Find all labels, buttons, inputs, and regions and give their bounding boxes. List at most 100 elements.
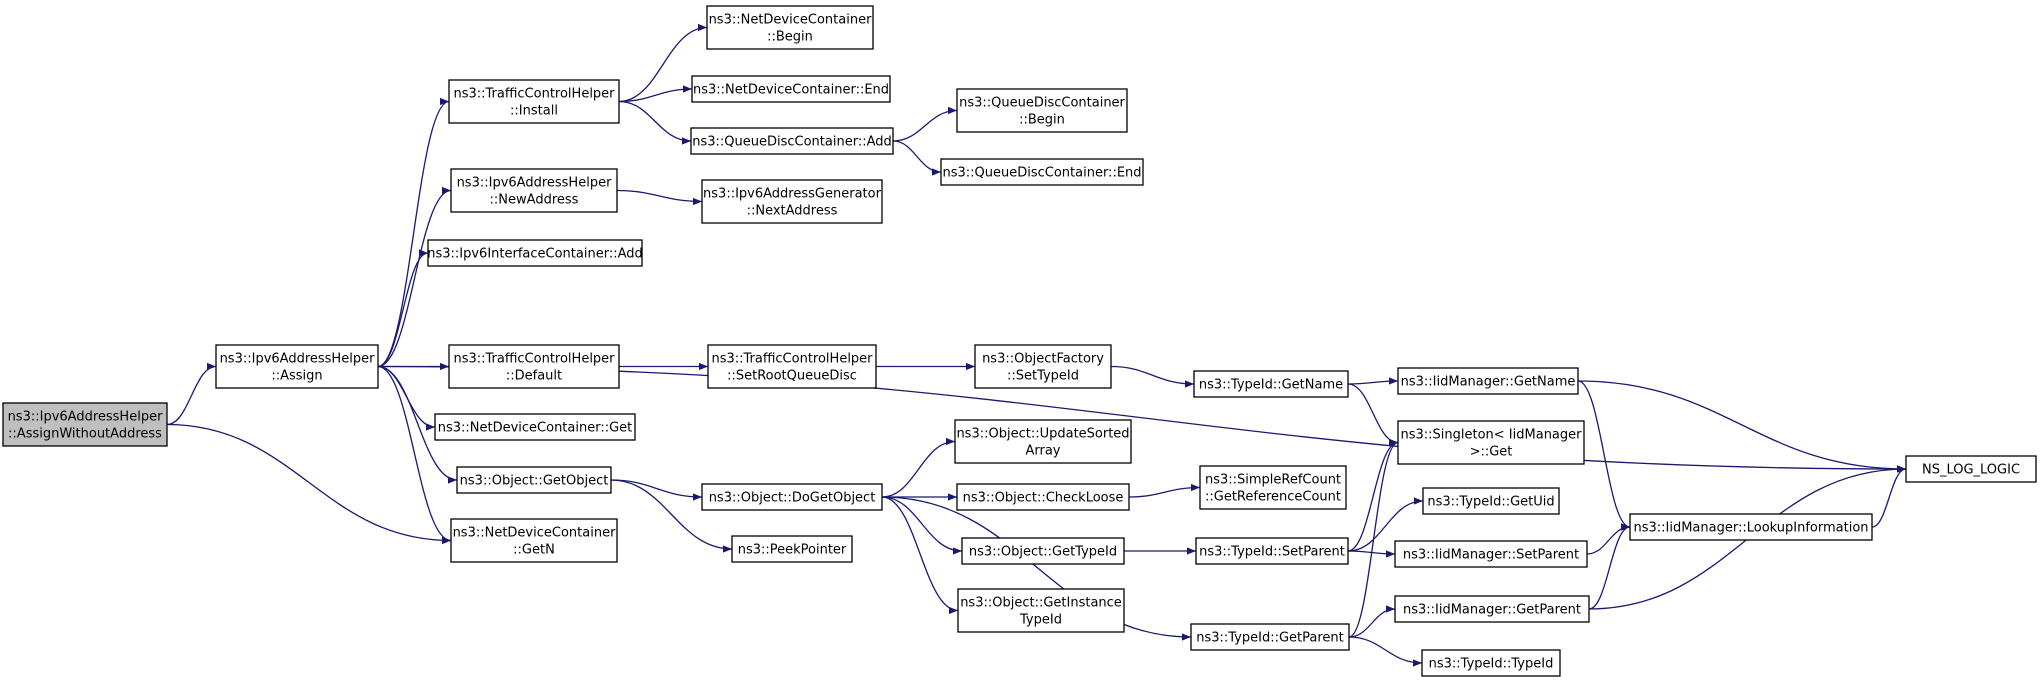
graph-node-tid-typeid[interactable]: ns3::TypeId::TypeId <box>1421 649 1561 677</box>
graph-node-setrootqd[interactable]: ns3::TrafficControlHelper::SetRootQueueD… <box>707 344 877 389</box>
node-box <box>1394 540 1588 568</box>
edge-arrow <box>1871 465 1907 528</box>
graph-node-iid-getname[interactable]: ns3::IidManager::GetName <box>1397 367 1579 395</box>
node-box <box>940 158 1144 186</box>
edge-arrow <box>1588 523 1631 610</box>
node-label: ns3::NetDeviceContainer <box>453 526 617 541</box>
node-box <box>707 344 877 389</box>
graph-node-obj-dogetobject[interactable]: ns3::Object::DoGetObject <box>701 483 883 511</box>
node-label: ns3::Ipv6AddressHelper <box>457 176 613 191</box>
graph-node-root[interactable]: ns3::Ipv6AddressHelper::AssignWithoutAdd… <box>2 402 168 447</box>
graph-node-newaddress[interactable]: ns3::Ipv6AddressHelper::NewAddress <box>450 168 618 213</box>
node-box <box>450 168 618 213</box>
node-label: ns3::Ipv6InterfaceContainer::Add <box>427 247 643 262</box>
node-label: ::Begin <box>1019 113 1065 128</box>
node-box <box>434 413 636 441</box>
edge-arrow <box>166 362 217 426</box>
edge-arrow <box>1577 380 1907 473</box>
graph-node-of-settypeid[interactable]: ns3::ObjectFactory::SetTypeId <box>974 344 1112 389</box>
node-label: ns3::QueueDiscContainer::Add <box>692 135 892 150</box>
edge-arrow <box>892 140 942 176</box>
node-label: ns3::IidManager::LookupInformation <box>1633 521 1868 536</box>
node-label: ns3::Object::DoGetObject <box>709 491 876 506</box>
graph-node-qdc-begin[interactable]: ns3::QueueDiscContainer::Begin <box>956 88 1128 133</box>
edge-arrow <box>892 106 958 142</box>
graph-node-qdc-add[interactable]: ns3::QueueDiscContainer::Add <box>690 127 894 155</box>
edge-arrow <box>881 437 956 498</box>
node-label: ns3::TypeId::GetName <box>1199 378 1343 393</box>
call-edge <box>610 479 703 501</box>
call-edge <box>1128 483 1201 498</box>
edge-arrow <box>377 249 429 368</box>
node-box <box>1397 367 1579 395</box>
edge-arrow <box>377 97 450 368</box>
graph-node-ndc-begin[interactable]: ns3::NetDeviceContainer::Begin <box>706 5 874 50</box>
graph-node-ipv6ic-add[interactable]: ns3::Ipv6InterfaceContainer::Add <box>427 239 643 267</box>
node-label: ::Begin <box>767 30 813 45</box>
call-edge <box>1871 465 1907 528</box>
node-label: ns3::Ipv6AddressGenerator <box>703 187 882 202</box>
node-label: ns3::Singleton< IidManager <box>1400 428 1582 443</box>
edge-arrow <box>618 23 708 103</box>
graph-node-iid-setparent[interactable]: ns3::IidManager::SetParent <box>1394 540 1588 568</box>
graph-node-ndc-getn[interactable]: ns3::NetDeviceContainer::GetN <box>450 518 618 563</box>
graph-node-tid-setparent[interactable]: ns3::TypeId::SetParent <box>1195 537 1349 565</box>
graph-node-ndc-get[interactable]: ns3::NetDeviceContainer::Get <box>434 413 636 441</box>
edge-arrow <box>881 496 1192 641</box>
graph-node-obj-getobject[interactable]: ns3::Object::GetObject <box>456 466 612 494</box>
node-box <box>974 344 1112 389</box>
graph-node-singleton-get[interactable]: ns3::Singleton< IidManager>::Get <box>1397 420 1585 465</box>
edge-arrow <box>881 496 959 615</box>
edge-arrow <box>610 479 703 501</box>
node-box <box>450 518 618 563</box>
node-label: ns3::QueueDiscContainer <box>959 96 1125 111</box>
graph-node-assign[interactable]: ns3::Ipv6AddressHelper::Assign <box>215 344 379 389</box>
node-box <box>706 5 874 50</box>
node-label: ns3::NetDeviceContainer::Get <box>438 421 633 436</box>
node-label: ns3::SimpleRefCount <box>1205 473 1341 488</box>
call-edge <box>1347 377 1399 385</box>
call-edge <box>610 479 733 553</box>
graph-node-ns-log-logic[interactable]: NS_LOG_LOGIC <box>1905 455 2037 483</box>
graph-node-src-getrefcount[interactable]: ns3::SimpleRefCount::GetReferenceCount <box>1199 465 1347 510</box>
node-label: ns3::TypeId::GetParent <box>1196 631 1344 646</box>
graph-node-iid-getparent[interactable]: ns3::IidManager::GetParent <box>1394 595 1590 623</box>
node-box <box>1629 513 1873 541</box>
graph-node-tch-default[interactable]: ns3::TrafficControlHelper::Default <box>448 344 620 389</box>
call-edge <box>377 249 429 368</box>
graph-node-obj-checkloose[interactable]: ns3::Object::CheckLoose <box>956 483 1130 511</box>
edge-arrow <box>1348 438 1399 638</box>
graph-node-nextaddress[interactable]: ns3::Ipv6AddressGenerator::NextAddress <box>701 179 883 224</box>
graph-node-peekpointer[interactable]: ns3::PeekPointer <box>731 535 853 563</box>
node-box <box>1394 595 1590 623</box>
node-label: ns3::NetDeviceContainer <box>709 13 873 28</box>
node-box <box>1421 649 1561 677</box>
graph-node-tid-getparent[interactable]: ns3::TypeId::GetParent <box>1190 623 1350 651</box>
graph-node-qdc-end[interactable]: ns3::QueueDiscContainer::End <box>940 158 1144 186</box>
graph-node-tch-install[interactable]: ns3::TrafficControlHelper::Install <box>448 79 620 124</box>
graph-node-obj-gettypeid[interactable]: ns3::Object::GetTypeId <box>961 537 1125 565</box>
edge-arrow <box>377 365 452 545</box>
node-label: ns3::Object::GetInstance <box>960 596 1122 611</box>
node-label: ns3::Object::UpdateSorted <box>956 427 1129 442</box>
graph-node-iid-lookup[interactable]: ns3::IidManager::LookupInformation <box>1629 513 1873 541</box>
node-box <box>956 483 1130 511</box>
node-box <box>456 466 612 494</box>
node-label: ::NextAddress <box>747 204 838 219</box>
node-label: ns3::Object::GetTypeId <box>969 545 1117 560</box>
node-label: NS_LOG_LOGIC <box>1922 463 2020 478</box>
graph-node-tid-getname[interactable]: ns3::TypeId::GetName <box>1193 370 1349 398</box>
call-edge <box>377 365 452 545</box>
node-label: ns3::Object::GetObject <box>460 474 609 489</box>
edge-arrow <box>1110 365 1195 388</box>
node-label: ns3::Ipv6AddressHelper <box>8 410 164 425</box>
graph-node-ndc-end[interactable]: ns3::NetDeviceContainer::End <box>691 75 891 103</box>
node-label: ns3::Ipv6AddressHelper <box>220 352 376 367</box>
node-box <box>1193 370 1349 398</box>
call-edge <box>881 496 959 615</box>
node-box <box>1195 537 1349 565</box>
node-label: ::Install <box>510 104 558 119</box>
graph-node-tid-getuid[interactable]: ns3::TypeId::GetUid <box>1422 487 1560 515</box>
